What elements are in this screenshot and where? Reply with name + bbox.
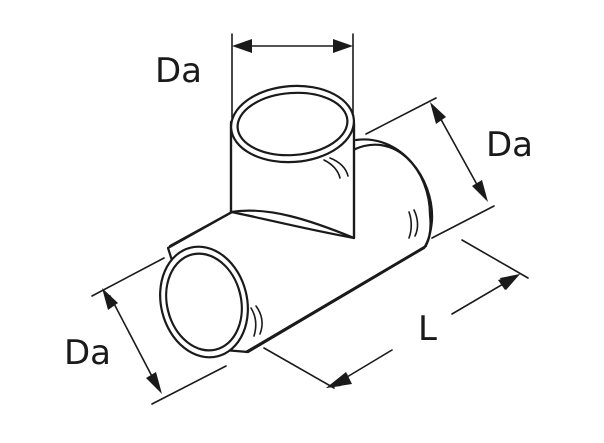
left-pipe-end	[159, 245, 263, 359]
right-diameter-dimension	[365, 97, 495, 239]
length-dimension	[263, 239, 529, 389]
top-diameter-label: Da	[155, 51, 203, 91]
left-diameter-dimension	[91, 257, 227, 405]
top-diameter-dimension	[231, 33, 354, 119]
branch-pipe	[229, 84, 356, 240]
right-diameter-label: Da	[486, 125, 534, 165]
left-diameter-label: Da	[64, 333, 112, 373]
length-label: L	[418, 309, 437, 349]
